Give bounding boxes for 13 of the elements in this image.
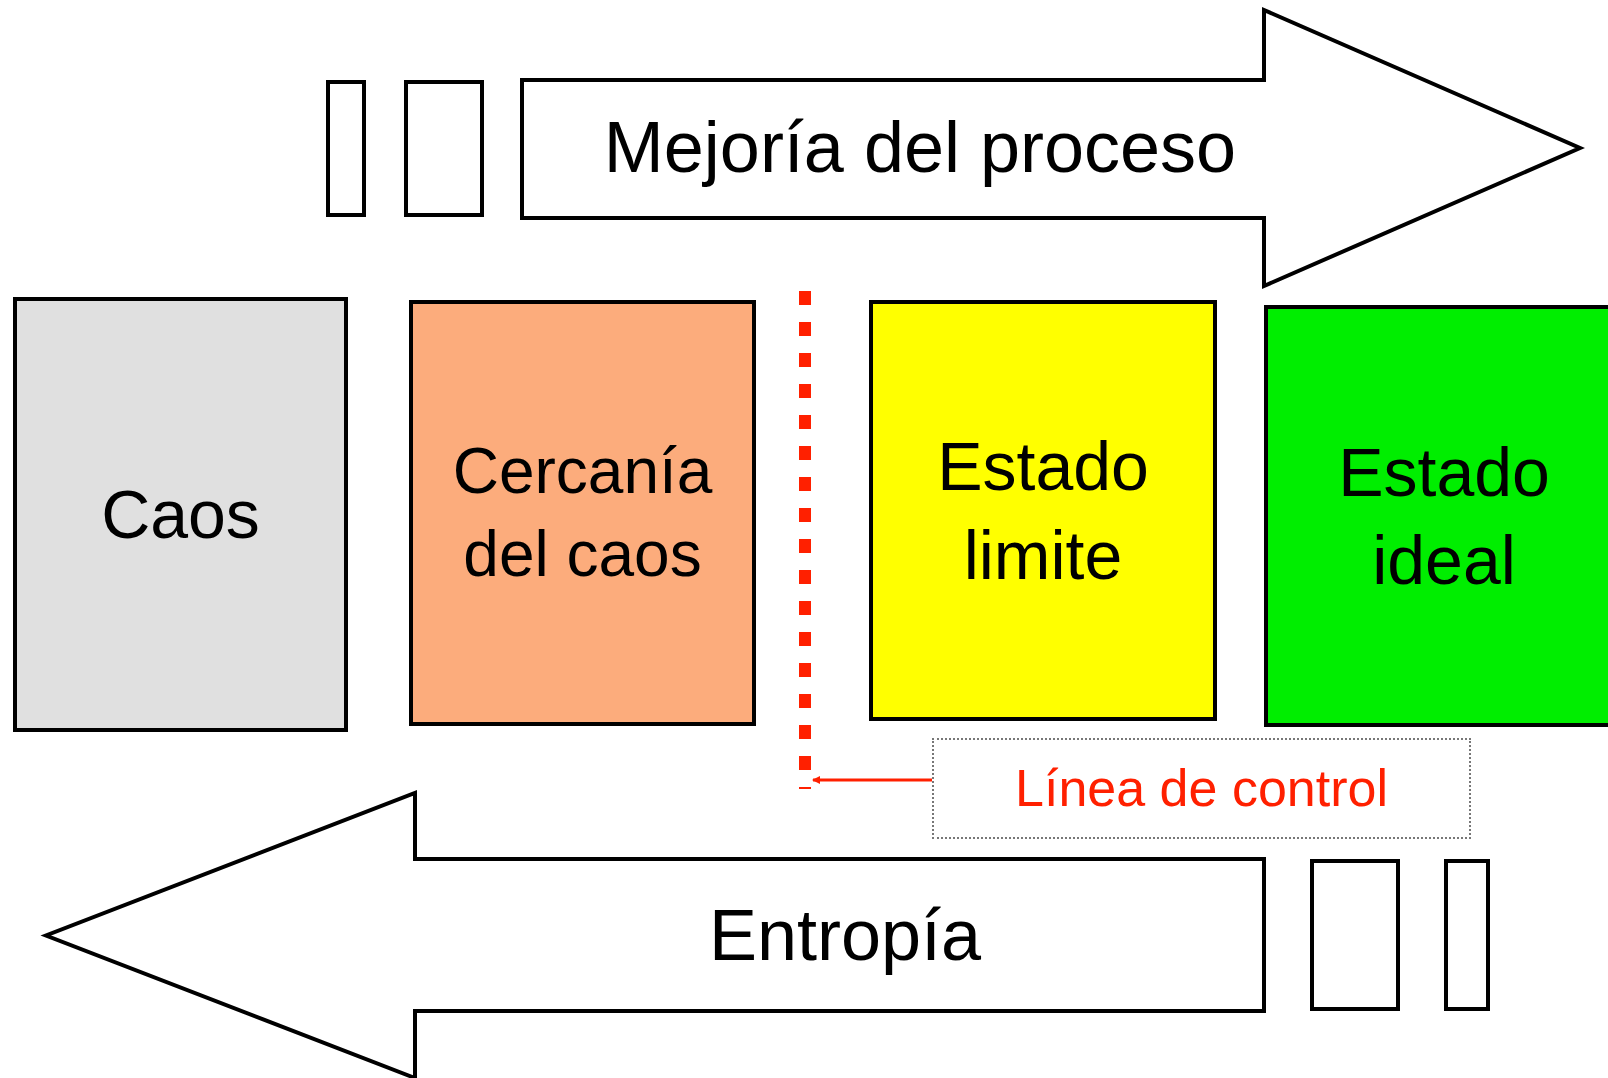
state-box [1264, 305, 1608, 727]
state-label: Cercanía del caos [451, 433, 714, 592]
arrow-label: Mejoría del proceso [602, 106, 1238, 190]
state-box [13, 297, 348, 732]
leader-arrow [812, 776, 932, 784]
state-box [869, 300, 1217, 721]
control-line [799, 291, 811, 789]
state-label: Estado limite [936, 427, 1150, 595]
callout-box [932, 738, 1471, 839]
block-arrow [520, 8, 1582, 288]
state-label: Estado ideal [1337, 432, 1551, 600]
state-box [409, 300, 756, 726]
state-label: Caos [100, 475, 261, 555]
